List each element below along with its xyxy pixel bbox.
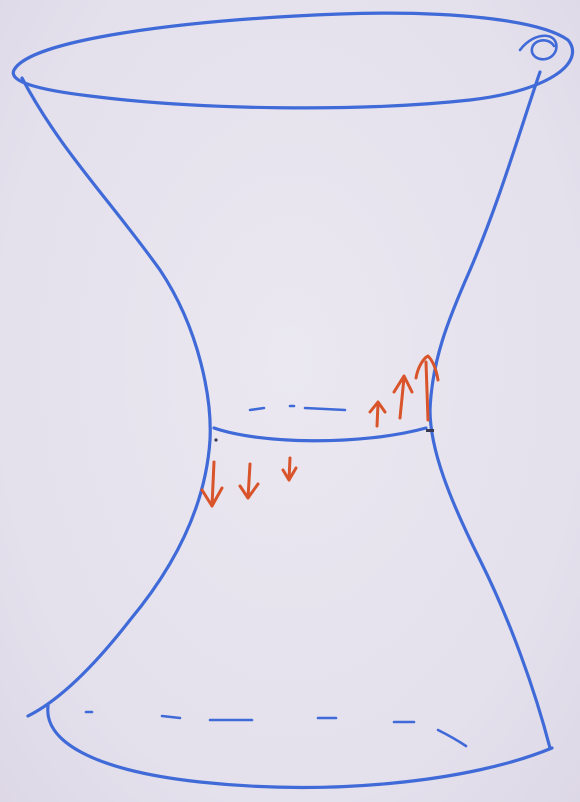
- bottom-dash: [438, 730, 466, 746]
- waist-back-dashes: [250, 406, 345, 410]
- down-arrow-3: [283, 458, 296, 480]
- ink-mark: [426, 429, 434, 432]
- waist-front-arc: [214, 428, 426, 441]
- upward-arrows: [370, 356, 438, 426]
- right-side-curve: [430, 72, 550, 748]
- bottom-rim-back-dashes: [86, 712, 466, 746]
- bottom-rim-front-arc: [48, 706, 552, 787]
- left-side-curve: [22, 78, 210, 716]
- bottom-dash: [162, 716, 180, 718]
- top-rim-scribble: [520, 36, 556, 60]
- up-arrow-1: [370, 402, 385, 426]
- ink-dot: [214, 438, 217, 441]
- downward-arrows: [202, 458, 296, 506]
- up-arrow-3: [416, 356, 438, 420]
- waist-dash: [250, 408, 264, 410]
- top-rim: [13, 13, 572, 108]
- down-arrow-2: [240, 464, 258, 498]
- waist-dash: [305, 408, 345, 410]
- top-rim-ellipse: [13, 13, 572, 108]
- up-arrow-2: [394, 376, 412, 418]
